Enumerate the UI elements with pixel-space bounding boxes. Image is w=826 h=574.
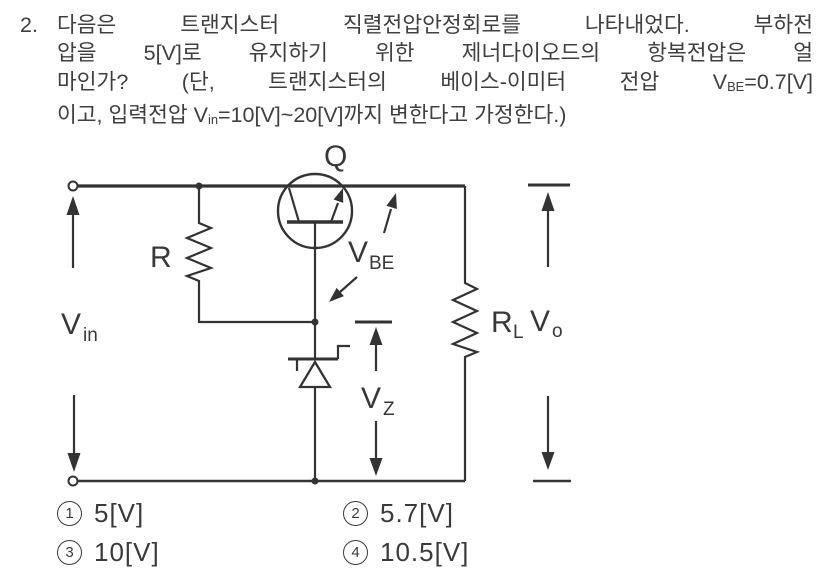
junction-dot-bottom xyxy=(311,477,319,485)
choice-4-label: 10.5[V] xyxy=(380,537,470,567)
junction-dot-base xyxy=(311,318,319,326)
zener-diode xyxy=(288,344,350,481)
transistor-q xyxy=(276,172,354,359)
question-line-4: 이고, 입력전압 Vin=10[V]~20[V]까지 변한다고 가정한다.) xyxy=(57,103,567,128)
choice-3-label: 10[V] xyxy=(94,537,160,567)
question-body: 다음은 트랜지스터 직렬전압안정회로를 나타내었다. 부하전 압을 5[V]로 … xyxy=(57,11,813,135)
choice-4[interactable]: 4 10.5[V] xyxy=(343,537,470,567)
vz-arrow-up xyxy=(369,327,383,371)
vbe-arrow-to-emitter xyxy=(382,193,397,234)
vbe-label: V xyxy=(348,236,368,269)
question-line-2: 압을 5[V]로 유지하기 위한 제너다이오드의 항복전압은 얼 xyxy=(57,41,813,66)
vo-arrow-down xyxy=(541,396,555,470)
vo-label: V xyxy=(530,305,550,338)
transistor-emitter-arrowhead xyxy=(333,188,344,203)
transistor-label: Q xyxy=(324,140,347,173)
transistor-body-circle xyxy=(276,172,354,250)
vbe-label-sub: BE xyxy=(369,253,394,274)
choice-4-number: 4 xyxy=(343,540,368,565)
vz-arrow-down xyxy=(369,421,383,476)
zener-cathode-bend-right xyxy=(336,344,350,359)
vin-arrow-up xyxy=(66,196,80,268)
choice-2-label: 5.7[V] xyxy=(380,498,454,528)
question-number: 2. xyxy=(20,13,38,37)
transistor-emitter xyxy=(329,202,340,223)
choice-2-number: 2 xyxy=(343,501,368,526)
choice-2[interactable]: 2 5.7[V] xyxy=(343,498,454,528)
resistor-r-label: R xyxy=(150,241,172,274)
input-terminal-bottom xyxy=(67,475,79,487)
transistor-collector xyxy=(287,187,301,223)
choice-1-number: 1 xyxy=(57,501,82,526)
vo-label-sub: o xyxy=(552,321,563,342)
vz-label: V xyxy=(361,382,381,415)
choice-3[interactable]: 3 10[V] xyxy=(57,537,160,567)
vin-label: V xyxy=(61,308,81,341)
resistor-rl xyxy=(450,186,481,481)
choice-1[interactable]: 1 5[V] xyxy=(57,498,145,528)
choice-3-number: 3 xyxy=(57,540,82,565)
choice-1-label: 5[V] xyxy=(94,498,145,528)
question-block: 2. 다음은 트랜지스터 직렬전압안정회로를 나타내었다. 부하전 압을 5[V… xyxy=(20,11,813,135)
vbe-subscript-text: BE xyxy=(727,78,745,94)
question-line-3: 마인가? (단, 트랜지스터의 베이스-이미터 전압 VBE=0.7[V] xyxy=(57,69,813,94)
resistor-rl-label-sub: L xyxy=(513,322,524,343)
zener-anode-triangle xyxy=(297,359,333,389)
vin-label-sub: in xyxy=(83,325,98,346)
vin-arrow-down xyxy=(67,395,81,472)
junction-dot-top xyxy=(195,182,203,190)
question-line-1: 다음은 트랜지스터 직렬전압안정회로를 나타내었다. 부하전 xyxy=(57,13,813,37)
vo-arrow-up xyxy=(541,192,555,267)
resistor-r xyxy=(183,186,315,324)
resistor-rl-label: R xyxy=(491,306,513,339)
input-terminal-top xyxy=(67,180,79,192)
vbe-arrow-to-base xyxy=(329,276,358,302)
vin-subscript-text: in xyxy=(207,112,218,128)
vz-label-sub: Z xyxy=(383,399,395,420)
